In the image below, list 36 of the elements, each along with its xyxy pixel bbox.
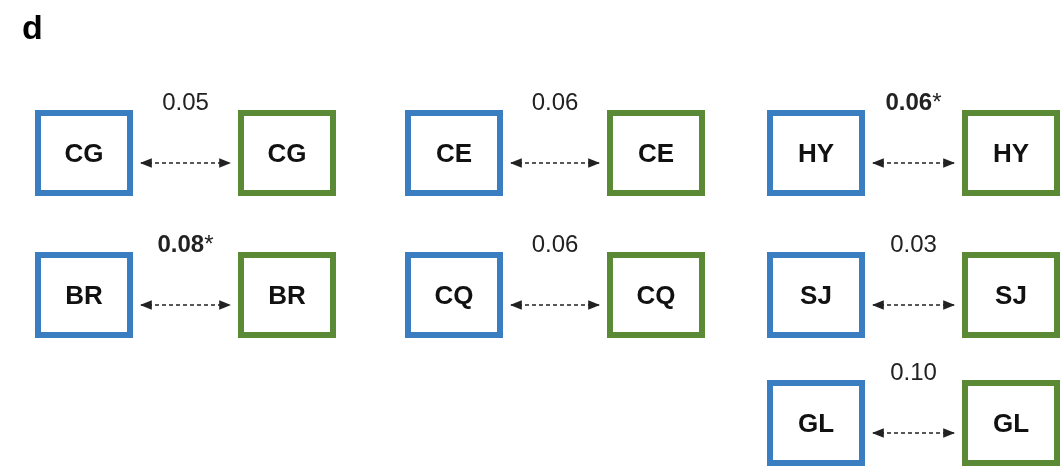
sample-box	[767, 380, 865, 466]
double-headed-arrow	[509, 158, 601, 168]
sample-box	[405, 110, 503, 196]
double-headed-arrow	[871, 428, 956, 438]
site-code: CG	[64, 137, 104, 169]
site-code: SJ	[800, 279, 832, 311]
site-code: CE	[637, 137, 675, 169]
double-headed-arrow	[509, 300, 601, 310]
sample-box	[35, 252, 133, 338]
site-code: BR	[65, 279, 103, 311]
sample-box	[238, 252, 336, 338]
double-headed-arrow	[871, 300, 956, 310]
sample-box	[405, 252, 503, 338]
sample-box	[962, 252, 1060, 338]
site-code: HY	[797, 137, 835, 169]
sample-box	[767, 252, 865, 338]
sample-box	[238, 110, 336, 196]
double-headed-arrow	[139, 300, 232, 310]
double-headed-arrow	[871, 158, 956, 168]
site-code: CQ	[434, 279, 474, 311]
double-headed-arrow	[139, 158, 232, 168]
sample-box	[35, 110, 133, 196]
site-code: BR	[268, 279, 306, 311]
sample-box	[962, 380, 1060, 466]
site-code: GL	[992, 407, 1030, 439]
site-code: CG	[267, 137, 307, 169]
sample-box	[607, 110, 705, 196]
sample-box	[962, 110, 1060, 196]
sample-box	[767, 110, 865, 196]
site-code: GL	[797, 407, 835, 439]
site-code: SJ	[995, 279, 1027, 311]
site-code: CE	[435, 137, 473, 169]
sample-box	[607, 252, 705, 338]
site-code: HY	[992, 137, 1030, 169]
site-code: CQ	[636, 279, 676, 311]
panel-letter: d	[22, 8, 43, 47]
